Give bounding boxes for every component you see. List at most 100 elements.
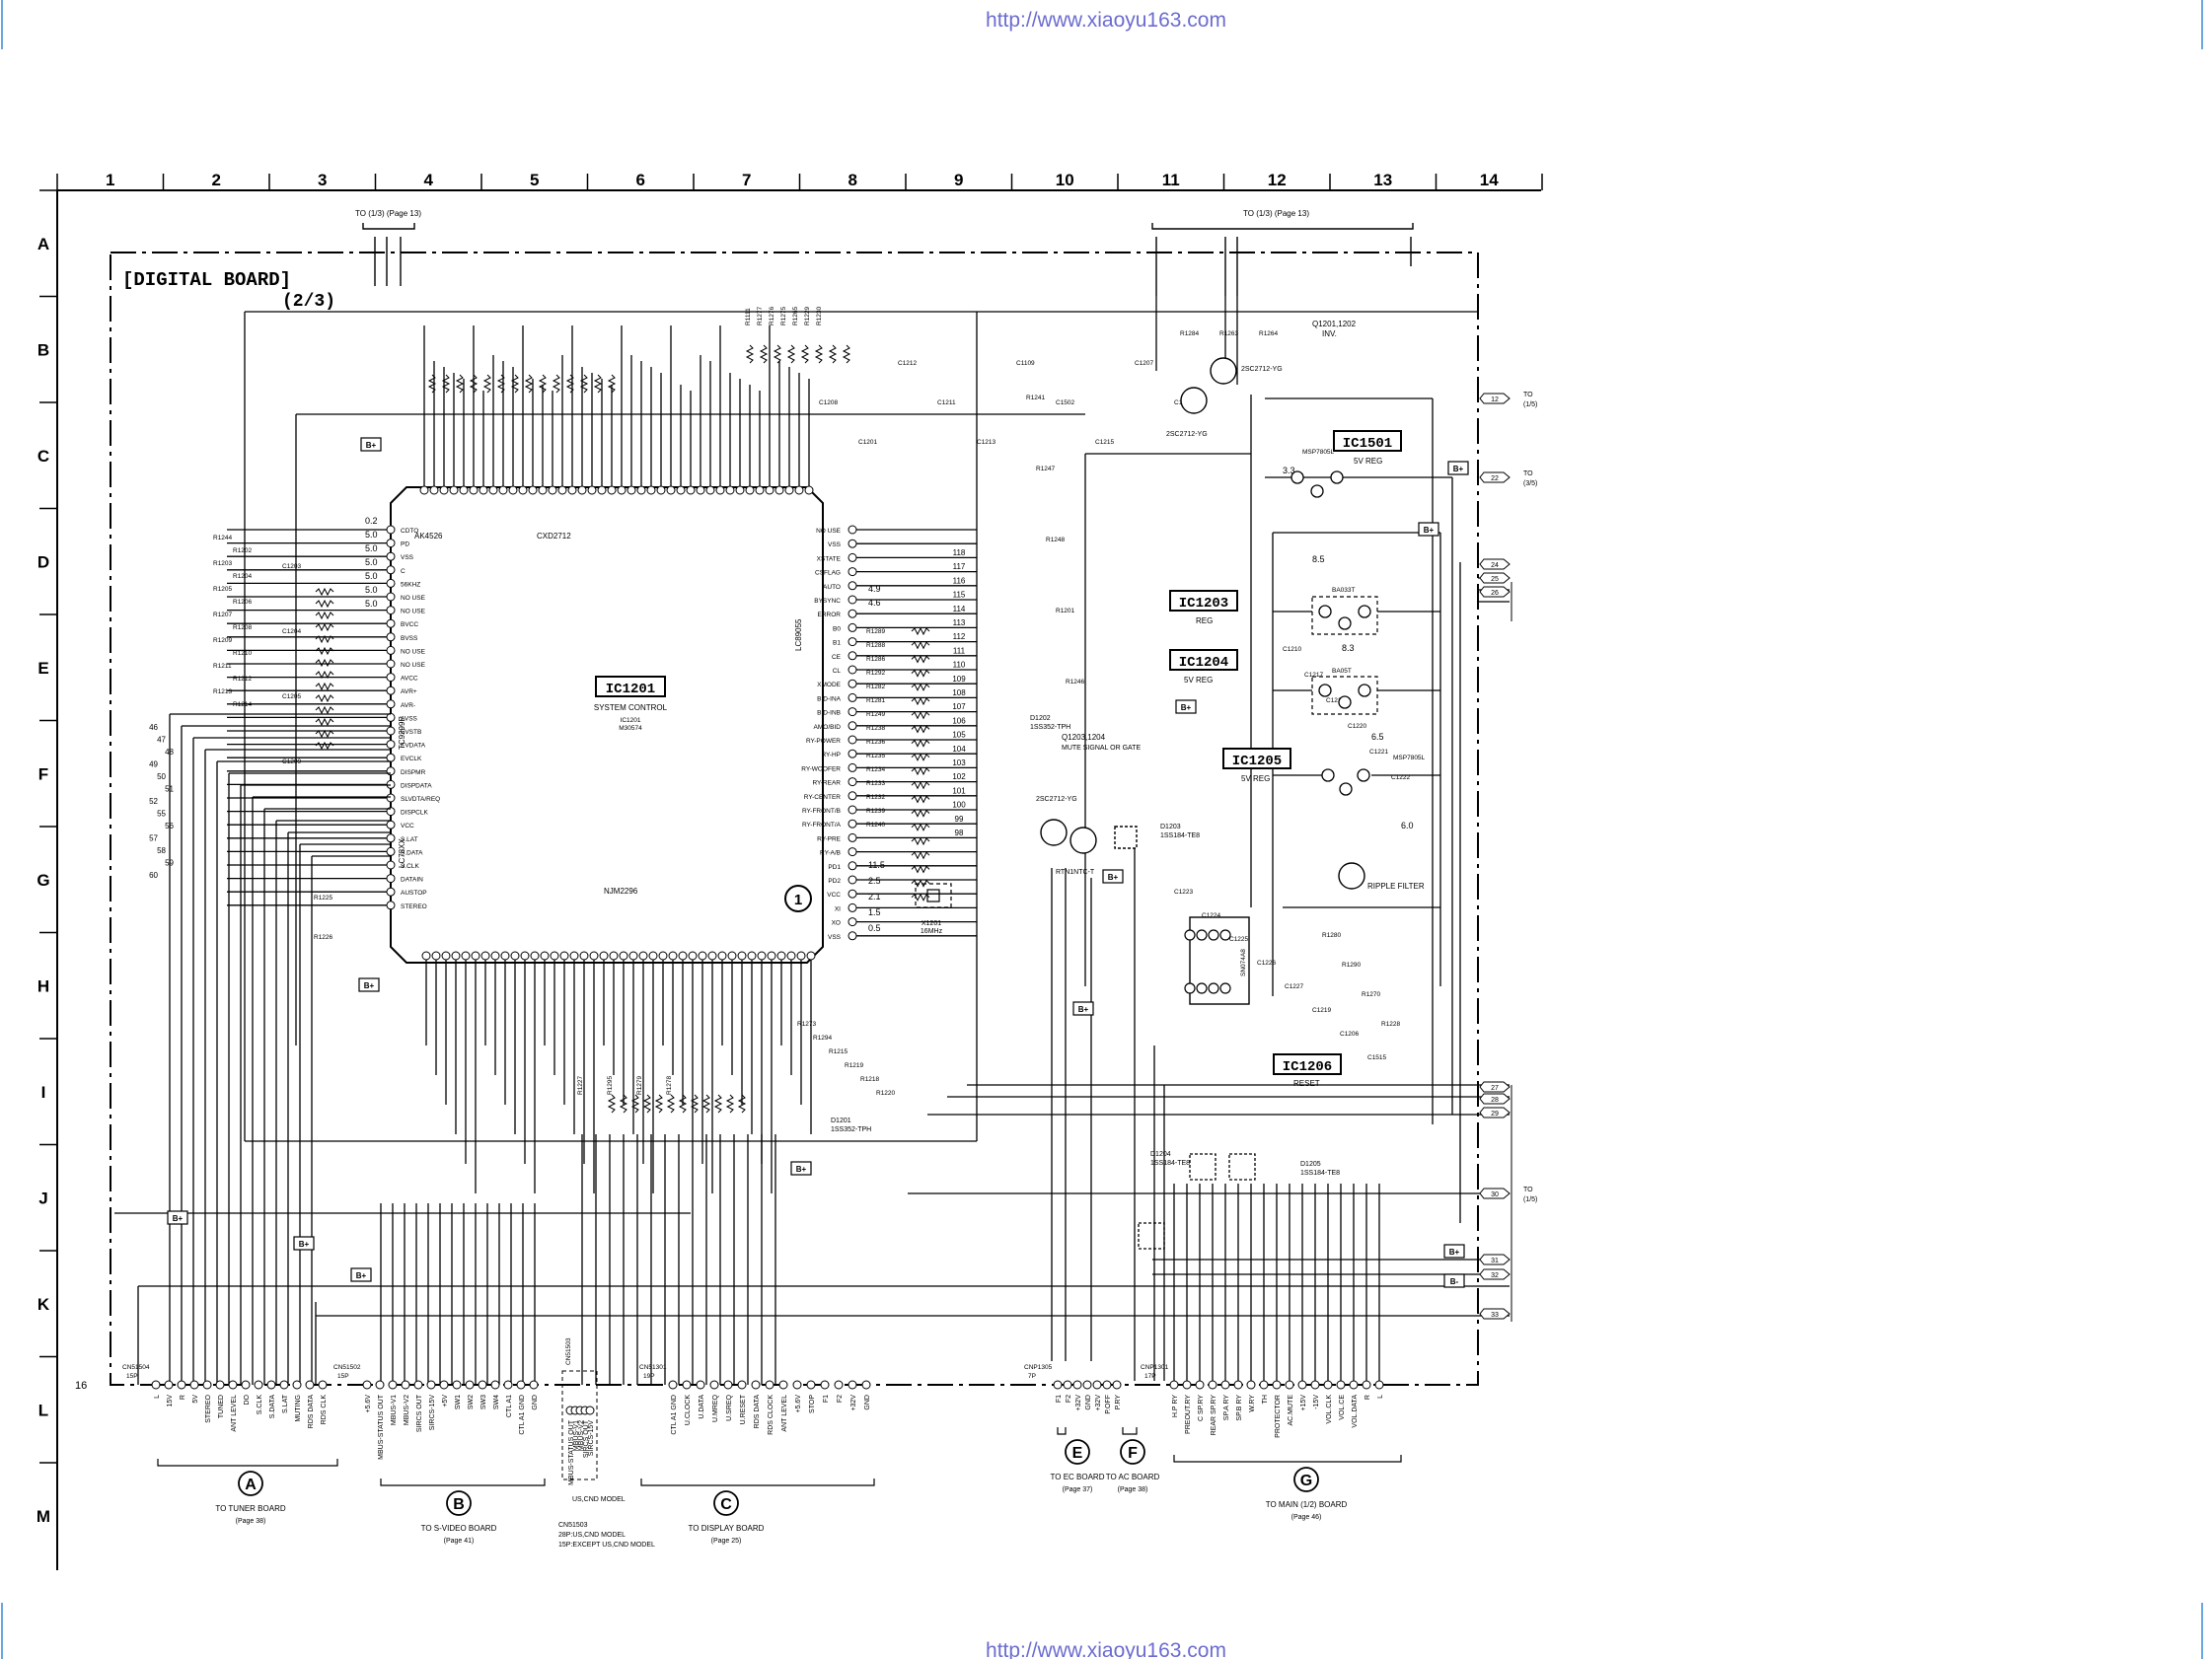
grid-col-label-11: 11 [1162, 171, 1180, 189]
connector-signal: CTL A1 GND [671, 1395, 678, 1435]
bplus-box [358, 977, 380, 992]
connector-pin [1259, 1380, 1269, 1390]
watermark-url-bottom[interactable]: http://www.xiaoyu163.com [986, 1639, 1226, 1659]
resistor-label-R1111: R1111 [745, 308, 752, 325]
right-connector-page: (1/5) [1523, 401, 1537, 408]
ic-left-pin-label: CDTO [401, 528, 418, 535]
ic-bottom-pin [421, 951, 431, 961]
connector-signal: MUTING [295, 1395, 302, 1422]
resistor-label-R1249: R1249 [866, 711, 886, 718]
resistor-label-R1278: R1278 [666, 1075, 673, 1095]
ic-right-pin [848, 651, 857, 661]
resistor-symbol [713, 1094, 723, 1114]
ic-bottom-pin [510, 951, 520, 961]
note-d1202-part: 1SS352-TPH [1030, 724, 1070, 731]
connector-pin [189, 1380, 199, 1390]
resistor-label-R1240: R1240 [866, 822, 886, 829]
board-letter-A: A [245, 1477, 257, 1493]
connector-signal: +32V [1075, 1395, 1082, 1411]
resistor-label-R1208: R1208 [233, 624, 253, 631]
ic-right-pin-label: RY-REAR [812, 780, 841, 787]
connector-pins-CN51502: 15P [337, 1373, 349, 1380]
ic-top-pin [449, 485, 459, 495]
right-connector-pin-29: 29 [1491, 1111, 1499, 1118]
board-page-A: (Page 38) [236, 1518, 266, 1525]
capacitor-label-C1221: C1221 [1369, 749, 1389, 756]
right-connector-tag [1479, 558, 1511, 570]
watermark-url-top[interactable]: http://www.xiaoyu163.com [986, 9, 1226, 32]
right-connector-pin-25: 25 [1491, 576, 1499, 583]
connector-ref-CN51502: CN51502 [333, 1364, 361, 1371]
ic-left-pin [386, 539, 396, 548]
ic1501-part: MSP7805L [1302, 449, 1335, 456]
ic-left-pin-label: SLVDTA/REQ [401, 796, 440, 803]
grid-row-label-F: F [38, 764, 48, 783]
resistor-label-R1212: R1212 [233, 676, 253, 683]
right-connector-pin-26: 26 [1491, 590, 1499, 597]
crystal-x1201: X1201 16MHz [915, 883, 952, 935]
connector-signal: L [154, 1395, 161, 1399]
bminus-box [1443, 1273, 1465, 1288]
connector-pin [426, 1380, 436, 1390]
ic-top-pin [469, 485, 479, 495]
resistor-label-R1234: R1234 [866, 766, 886, 773]
top-connector-brackets [362, 223, 1414, 296]
connector-signal: P.RY [1115, 1395, 1122, 1410]
connector-signal: F2 [837, 1395, 844, 1403]
grid-row-label-B: B [37, 340, 49, 359]
resistor-label-R1270: R1270 [1362, 991, 1381, 998]
connector-signal: VOL.CLK [1326, 1395, 1333, 1424]
ic-right-pin-number: 118 [953, 548, 966, 557]
board-brace [1122, 1427, 1138, 1435]
resistor-symbol [315, 705, 334, 715]
resistor-symbol [496, 374, 506, 394]
connector-signal: STOP [809, 1395, 816, 1413]
voltage-label: 5.0 [365, 557, 378, 567]
ic-right-pin-label: AUTO [823, 584, 841, 591]
ic-bottom-pin [451, 951, 461, 961]
ic-top-pin [715, 485, 725, 495]
ic1206-desc: RESET [1293, 1079, 1320, 1088]
capacitor-label-C1227: C1227 [1285, 983, 1304, 990]
connector-pin [490, 1380, 500, 1390]
ic-bottom-pin [727, 951, 737, 961]
ic-right-pin [848, 581, 857, 591]
board-letter-G: G [1300, 1473, 1312, 1489]
cn-note-28p: 28P:US,CND MODEL [558, 1532, 626, 1539]
resistor-symbol [524, 374, 534, 394]
resistor-symbol [725, 1094, 735, 1114]
bplus-text: B+ [1078, 1005, 1089, 1014]
cn-note-us-cnd: US,CND MODEL [572, 1496, 626, 1503]
ic-right-pin [848, 595, 857, 605]
bplus-box [360, 437, 382, 452]
capacitor-label-C1222: C1222 [1391, 774, 1411, 781]
ic1203-desc: REG [1196, 616, 1213, 625]
ic-top-pin [804, 485, 814, 495]
ic-bottom-pin [628, 951, 638, 961]
connector-signal: +32V [850, 1395, 857, 1411]
ic-top-pin [518, 485, 528, 495]
resistor-symbol [427, 374, 437, 394]
right-connector-tag [1479, 1254, 1511, 1265]
grid-row-label-E: E [37, 659, 48, 678]
capacitor-label-C1219: C1219 [1312, 1007, 1332, 1014]
ic-top-pin [439, 485, 449, 495]
voltage-label: 3.3 [1283, 466, 1295, 475]
ic-right-pin-label: BYSYNC [814, 598, 841, 605]
resistor-label-R1205: R1205 [213, 586, 233, 593]
connector-signal: RDS CLK [321, 1395, 328, 1425]
connector-pin [151, 1380, 161, 1390]
resistor-symbol [552, 374, 561, 394]
connector-pin [1102, 1380, 1112, 1390]
ic-left-pin-label: S.CLK [401, 863, 419, 870]
svg-text:1: 1 [794, 892, 802, 908]
bplus-text: B+ [299, 1240, 310, 1249]
board-page-G: (Page 46) [1291, 1514, 1322, 1521]
ic-right-pin [848, 847, 857, 857]
connector-pin [696, 1380, 705, 1390]
note-d1201: D1201 [831, 1118, 851, 1124]
note-q1201-1202: Q1201,1202 [1312, 320, 1357, 328]
resistor-symbol [911, 795, 930, 804]
ic-top-pin [656, 485, 666, 495]
resistor-label-R1241: R1241 [1026, 395, 1046, 401]
